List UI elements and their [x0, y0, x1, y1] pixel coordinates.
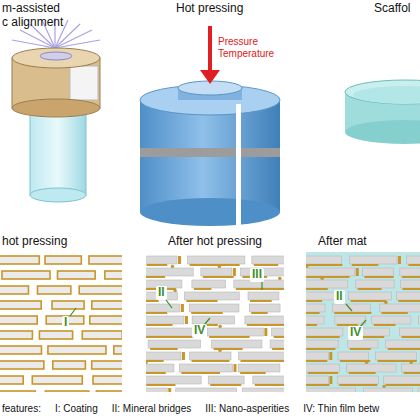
- panel-heading: hot pressing: [2, 234, 67, 248]
- feature-key: IV: Thin film betw: [303, 403, 379, 415]
- platelets: [146, 256, 284, 392]
- callout-number: II: [334, 290, 345, 304]
- feature-key: III: Nano-asperities: [205, 403, 289, 415]
- microstructure-panel: After mat: [306, 252, 420, 392]
- callout-number: IV: [348, 326, 363, 340]
- scaffold-dish: [345, 80, 420, 144]
- feature-key: II: Mineral bridges: [112, 403, 191, 415]
- callout-number: II: [156, 286, 167, 300]
- microstructure-panel: hot pressing: [0, 252, 122, 392]
- panel-heading: After hot pressing: [168, 234, 262, 248]
- arrow-label: Pressure Temperature: [218, 36, 284, 59]
- feature-key: I: Coating: [55, 403, 98, 415]
- panel-title: Scaffol: [374, 2, 410, 16]
- callout-number: III: [250, 268, 264, 282]
- platelets: [306, 256, 420, 392]
- callout-number: IV: [192, 324, 207, 338]
- callout-number: I: [62, 316, 69, 330]
- magnet-device: [12, 18, 100, 202]
- platelets: [0, 256, 122, 392]
- leader-lines: [70, 282, 366, 327]
- feature-key: features:: [2, 403, 41, 415]
- panel-title: Hot pressing: [176, 2, 243, 16]
- panel-title: m-assisted c alignment: [2, 2, 66, 30]
- panel-heading: After mat: [318, 234, 367, 248]
